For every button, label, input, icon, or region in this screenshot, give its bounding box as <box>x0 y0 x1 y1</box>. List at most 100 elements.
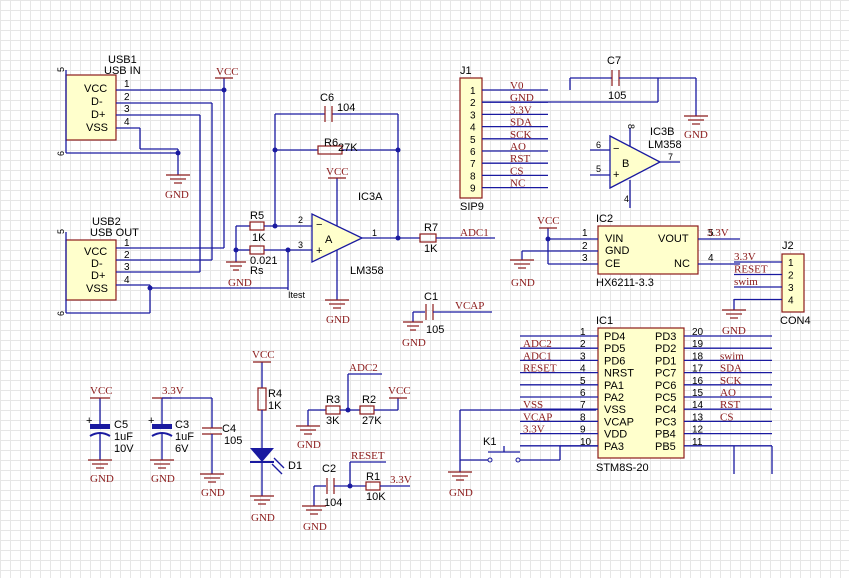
ic1-right-pin: PB4 <box>655 429 676 441</box>
r5-value: 1K <box>252 232 266 244</box>
usb2-ref: USB2 <box>92 216 121 228</box>
ic1-right-num: 18 <box>692 351 704 362</box>
c2-ref: C2 <box>322 463 336 475</box>
ic2-pin-vout: VOUT <box>658 233 689 245</box>
ic1-right-num: 12 <box>692 425 704 436</box>
usb1-pin-vss: VSS <box>86 122 108 134</box>
r6-value: 27K <box>338 142 358 154</box>
ic1-left-net: VCAP <box>523 411 552 423</box>
net-adc1: ADC1 <box>460 227 489 239</box>
ic1-right-net: SDA <box>720 363 742 375</box>
ic1-left-net: ADC2 <box>523 338 552 350</box>
usb1-body <box>65 74 117 141</box>
itest-label: Itest <box>288 290 306 300</box>
c5-value: 1uF <box>114 431 133 443</box>
ic2-num-3: 3 <box>582 253 588 264</box>
c1-value: 105 <box>426 324 444 336</box>
opamp-b <box>609 134 662 190</box>
j1-pin-num: 3 <box>470 110 476 121</box>
ic1-right-num: 11 <box>692 437 703 448</box>
ic2-num-4: 4 <box>708 253 714 264</box>
j1-name: SIP9 <box>460 201 484 213</box>
ic1-right-pin: PC5 <box>655 392 676 404</box>
usb1-num-4: 4 <box>124 117 130 128</box>
j1-pin-label: CS <box>510 165 523 177</box>
ic1-right-pin: PB5 <box>655 441 676 453</box>
j2-pin-num: 1 <box>788 258 794 269</box>
k1-ref: K1 <box>483 436 496 448</box>
j2-pin-label: RESET <box>734 264 768 276</box>
ic1-left-num: 8 <box>580 412 586 423</box>
usb1-ref: USB1 <box>108 54 137 66</box>
usb1-num-2: 2 <box>124 92 130 103</box>
ic1-right-num: 19 <box>692 339 704 350</box>
j1-pin-num: 4 <box>470 123 476 134</box>
ic1-left-num: 1 <box>580 327 586 338</box>
ic1-right-pin: PC6 <box>655 380 676 392</box>
gnd-label-k1: GND <box>449 487 473 499</box>
ic1-left-num: 2 <box>580 339 586 350</box>
ic1-right-net: swim <box>720 350 744 362</box>
c7-ref: C7 <box>607 55 621 67</box>
usb2-num-3: 3 <box>124 262 130 273</box>
j1-pin-label: 3.3V <box>510 104 532 116</box>
ic1-right-net: AO <box>720 387 736 399</box>
j1-pin-label: RST <box>510 153 530 165</box>
gnd-label-c3: GND <box>151 473 175 485</box>
c2-value: 104 <box>324 497 342 509</box>
gnd-label-c5: GND <box>90 473 114 485</box>
ic1-right-pin: PD2 <box>655 343 676 355</box>
usb2-num-4: 4 <box>124 275 130 286</box>
r2-ref: R2 <box>362 394 376 406</box>
ic2-3v3-net: 3.3V <box>707 227 729 239</box>
opamp-a-p2: 2 <box>298 215 303 225</box>
c4-value: 105 <box>224 435 242 447</box>
ic1-right-num: 17 <box>692 364 704 375</box>
d1-ref: D1 <box>288 460 302 472</box>
opamp-b-ref: IC3B <box>650 126 674 138</box>
c3-ref: C3 <box>175 419 189 431</box>
j1-pin-label: SCK <box>510 129 531 141</box>
opamp-a-p1: 1 <box>372 228 377 238</box>
vcc-label-c5: VCC <box>90 385 113 397</box>
v33-label-c3: 3.3V <box>162 385 184 397</box>
usb2-body <box>65 239 117 301</box>
rs-ref: Rs <box>250 265 264 277</box>
c1-ref: C1 <box>424 291 438 303</box>
ic1-right-pin: PD3 <box>655 331 676 343</box>
r7-ref: R7 <box>424 222 438 234</box>
opamp-a-minus: − <box>316 219 322 231</box>
j1-pin-label: SDA <box>510 117 532 129</box>
usb2-num-1: 1 <box>124 238 130 249</box>
ic1-right-num: 13 <box>692 412 704 423</box>
opamp-b-p8: 8 <box>626 124 636 129</box>
usb2-pin-dminus: D- <box>91 258 103 270</box>
net-vcap-c1: VCAP <box>455 300 484 312</box>
opamp-b-p5: 5 <box>596 164 601 174</box>
r2-value: 27K <box>362 415 382 427</box>
j2-body <box>781 253 805 313</box>
ic2-num-1: 1 <box>582 228 588 239</box>
net-reset-rc: RESET <box>351 450 385 462</box>
c6-ref: C6 <box>320 92 334 104</box>
opamp-a-sym: A <box>325 234 333 246</box>
opamp-b-part: LM358 <box>648 139 682 151</box>
opamp-b-p6: 6 <box>596 140 601 150</box>
ic1-left-pin: VCAP <box>604 416 634 428</box>
v33-label-r1: 3.3V <box>390 474 412 486</box>
ic1-right-net: SCK <box>720 375 741 387</box>
j1-pin-num: 5 <box>470 135 476 146</box>
opamp-b-plus: + <box>613 169 619 181</box>
j2-pin-num: 2 <box>788 271 794 282</box>
ic1-left-num: 6 <box>580 388 586 399</box>
c3-voltage: 6V <box>175 443 189 455</box>
ic1-right-num: 16 <box>692 376 704 387</box>
ic1-right-pin: PD1 <box>655 355 676 367</box>
opamp-b-p4: 4 <box>624 194 629 204</box>
j2-pin-label: swim <box>734 276 758 288</box>
usb2-pin-dplus: D+ <box>91 270 105 282</box>
c7-value: 105 <box>608 90 626 102</box>
